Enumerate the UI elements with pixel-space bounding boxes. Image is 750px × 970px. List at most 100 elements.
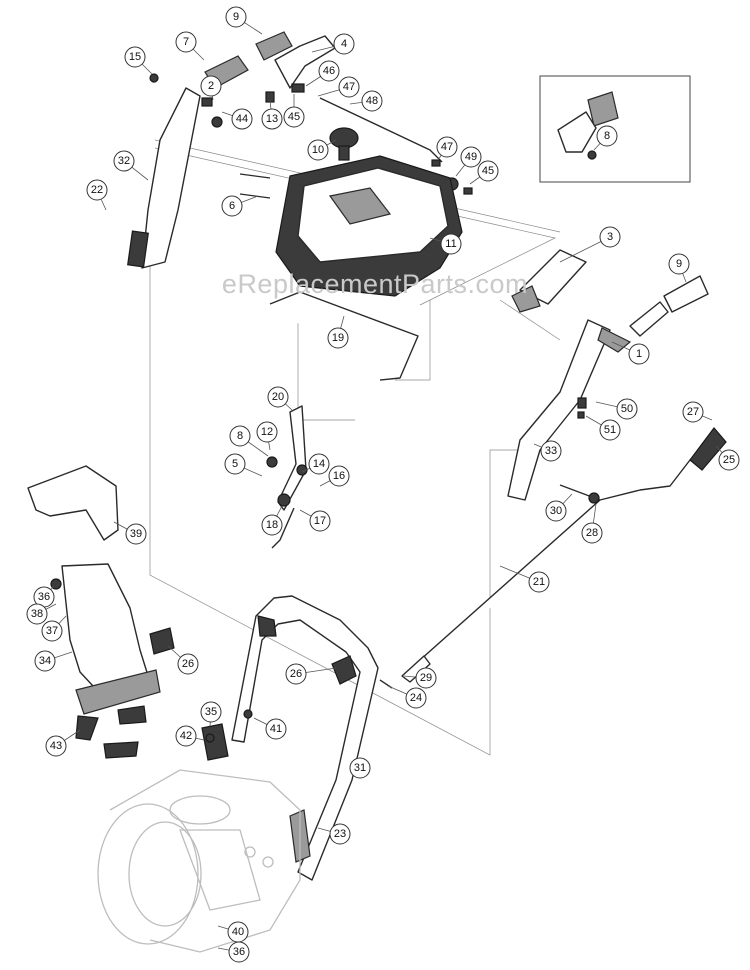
callout-10-circle (307, 139, 329, 161)
left-upper-handle (127, 31, 336, 269)
callout-18-circle (261, 514, 283, 536)
callout-8-number: 8 (237, 430, 243, 442)
callout-3-circle (599, 226, 621, 248)
callout-22: 22 (86, 179, 108, 201)
callout-31-number: 31 (354, 762, 366, 774)
callout-21: 21 (528, 571, 550, 593)
callout-36-upper-number: 36 (38, 591, 50, 603)
callout-16-circle (328, 465, 350, 487)
callout-24-number: 24 (410, 692, 422, 704)
callout-34-circle (34, 650, 56, 672)
watermark-text: eReplacementParts.com (222, 269, 528, 299)
callout-30-circle (545, 500, 567, 522)
callout-14-number: 14 (313, 458, 325, 470)
callout-37-number: 37 (46, 625, 58, 637)
callout-35-circle (200, 701, 222, 723)
callout-50-number: 50 (621, 403, 633, 415)
callout-8: 8 (229, 425, 251, 447)
callout-21-circle (528, 571, 550, 593)
callout-2-number: 2 (208, 80, 214, 92)
callout-17: 17 (309, 510, 331, 532)
callout-16-number: 16 (333, 470, 345, 482)
callout-27: 27 (682, 401, 704, 423)
callout-14-circle (308, 453, 330, 475)
callout-32-circle (113, 150, 135, 172)
callout-6-circle (221, 195, 243, 217)
callout-29-circle (415, 667, 437, 689)
callout-33-number: 33 (545, 445, 557, 457)
callout-8-inset-number: 8 (604, 130, 610, 142)
callout-9-left: 9 (225, 6, 247, 28)
callout-42-number: 42 (180, 730, 192, 742)
chute-crank-bracket (266, 405, 308, 549)
callout-3-number: 3 (607, 231, 613, 243)
callout-12: 12 (256, 421, 278, 443)
callout-51-number: 51 (604, 424, 616, 436)
callout-7: 7 (175, 31, 197, 53)
callout-39-circle (125, 523, 147, 545)
callout-45-lower: 45 (477, 160, 499, 182)
callout-23: 23 (329, 823, 351, 845)
chute-rod-assembly (379, 427, 727, 689)
callout-46: 46 (318, 60, 340, 82)
callout-17-number: 17 (314, 515, 326, 527)
callout-45-upper-number: 45 (288, 111, 300, 123)
callout-40: 40 (227, 921, 249, 943)
callout-50-circle (616, 398, 638, 420)
callout-29: 29 (415, 667, 437, 689)
callout-11: 11 (440, 233, 462, 255)
callout-34: 34 (34, 650, 56, 672)
callout-33: 33 (540, 440, 562, 462)
callout-31-circle (349, 757, 371, 779)
callout-47-upper-number: 47 (343, 81, 355, 93)
callout-47-upper-circle (338, 76, 360, 98)
callout-44: 44 (231, 108, 253, 130)
callout-38-number: 38 (31, 608, 43, 620)
lower-handle-frame (201, 595, 379, 881)
callout-21-number: 21 (533, 576, 545, 588)
callout-35: 35 (200, 701, 222, 723)
callout-6: 6 (221, 195, 243, 217)
callout-10-number: 10 (312, 144, 324, 156)
callout-45-lower-circle (477, 160, 499, 182)
callout-30-number: 30 (550, 505, 562, 517)
right-upper-handle (507, 249, 709, 501)
callout-32: 32 (113, 150, 135, 172)
callout-1: 1 (628, 343, 650, 365)
callout-47-lower: 47 (436, 136, 458, 158)
callout-22-circle (86, 179, 108, 201)
callout-30: 30 (545, 500, 567, 522)
callout-7-number: 7 (183, 36, 189, 48)
callout-29-number: 29 (420, 672, 432, 684)
callout-5-circle (224, 453, 246, 475)
callout-12-number: 12 (261, 426, 273, 438)
callout-27-circle (682, 401, 704, 423)
callout-2-circle (200, 75, 222, 97)
callout-8-circle (229, 425, 251, 447)
callout-12-circle (256, 421, 278, 443)
callout-9-right-number: 9 (676, 258, 682, 270)
callout-37-circle (41, 620, 63, 642)
callout-11-circle (440, 233, 462, 255)
callout-47-lower-number: 47 (441, 141, 453, 153)
callout-26-left: 26 (177, 653, 199, 675)
callout-28-number: 28 (586, 527, 598, 539)
callout-40-circle (227, 921, 249, 943)
callout-43-circle (45, 735, 67, 757)
callout-45-upper-circle (283, 106, 305, 128)
callout-13-circle (261, 108, 283, 130)
callout-19-number: 19 (332, 332, 344, 344)
callout-39: 39 (125, 523, 147, 545)
callout-9-left-circle (225, 6, 247, 28)
callout-47-upper: 47 (338, 76, 360, 98)
callout-19-circle (327, 327, 349, 349)
callout-36-lower-number: 36 (233, 946, 245, 958)
callout-19: 19 (327, 327, 349, 349)
callout-5-number: 5 (232, 458, 238, 470)
callout-28-circle (581, 522, 603, 544)
callout-26-right: 26 (285, 663, 307, 685)
callout-8-inset-circle (596, 125, 618, 147)
callout-26-right-circle (285, 663, 307, 685)
callout-26-right-number: 26 (290, 668, 302, 680)
